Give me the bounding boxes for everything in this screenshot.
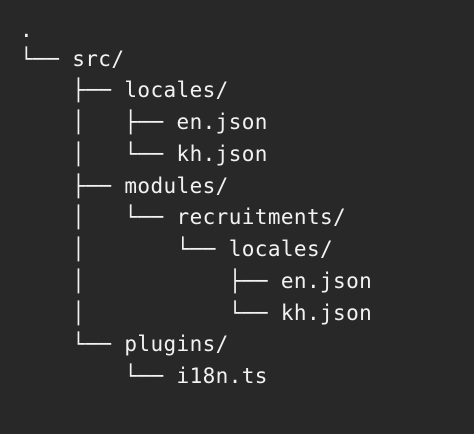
tree-entry-name: kh.json <box>280 301 373 325</box>
tree-branch: └── <box>20 364 177 388</box>
tree-branch: └── <box>20 332 125 356</box>
tree-branch: ├── <box>20 174 125 198</box>
tree-entry-name: locales/ <box>124 78 229 102</box>
tree-entry-name: locales/ <box>228 237 334 261</box>
tree-line-kh-json: │ └── kh.json <box>20 138 268 170</box>
tree-branch: │ └── <box>20 205 177 229</box>
tree-line-i18n-ts: └── i18n.ts <box>20 360 268 392</box>
tree-branch: │ └── <box>20 237 229 261</box>
tree-line-plugins: └── plugins/ <box>20 328 229 360</box>
tree-branch: └── <box>20 47 73 71</box>
tree-entry-name: src/ <box>72 47 125 71</box>
tree-line-src: └── src/ <box>20 43 124 75</box>
tree-entry-name: plugins/ <box>124 332 229 356</box>
tree-line-en-json: │ ├── en.json <box>20 106 268 138</box>
tree-entry-name: i18n.ts <box>176 364 268 388</box>
tree-entry-name: modules/ <box>124 174 229 198</box>
tree-entry-name: kh.json <box>176 142 268 166</box>
tree-line-root: . <box>20 14 33 46</box>
tree-entry-name: en.json <box>176 110 268 134</box>
tree-line-recruitments-en-json: │ ├── en.json <box>20 265 372 297</box>
tree-line-modules: ├── modules/ <box>20 170 229 202</box>
tree-entry-name: en.json <box>280 269 373 293</box>
tree-branch: │ └── <box>20 301 281 325</box>
tree-branch: │ ├── <box>20 269 281 293</box>
tree-line-recruitments: │ └── recruitments/ <box>20 201 346 233</box>
tree-branch: │ ├── <box>20 110 177 134</box>
tree-branch: ├── <box>20 78 125 102</box>
tree-line-recruitments-kh-json: │ └── kh.json <box>20 297 372 329</box>
tree-line-locales: ├── locales/ <box>20 74 229 106</box>
tree-entry-name: recruitments/ <box>176 205 347 229</box>
tree-branch: │ └── <box>20 142 177 166</box>
tree-entry-name: . <box>20 18 34 42</box>
tree-line-recruitments-locales: │ └── locales/ <box>20 233 333 265</box>
